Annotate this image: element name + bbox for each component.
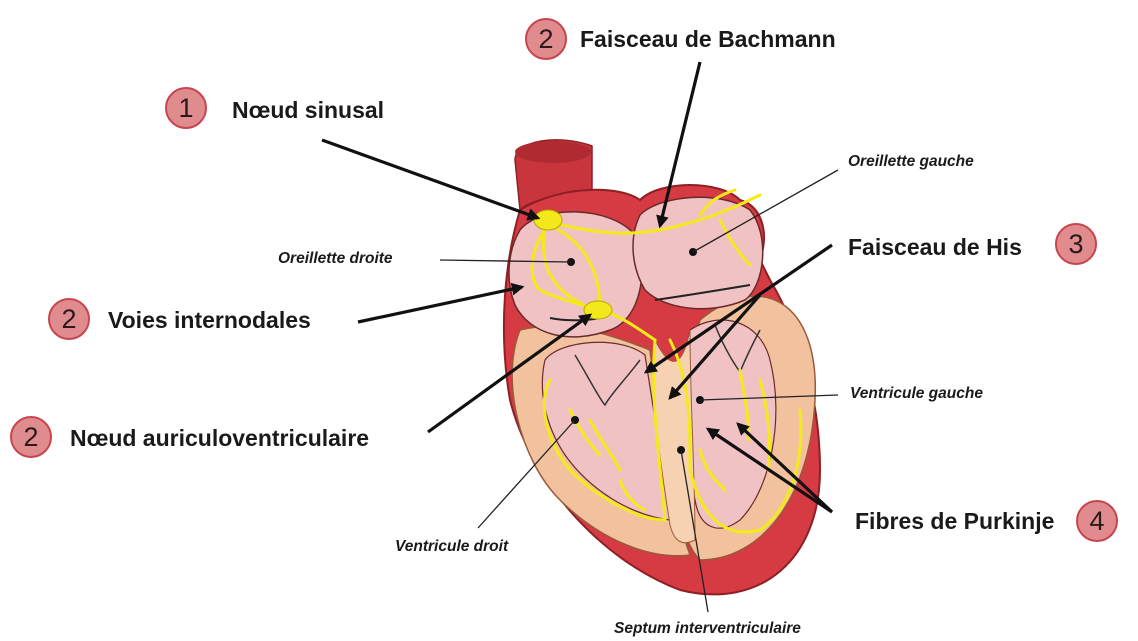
label-faisceau-his: Faisceau de His	[848, 234, 1022, 261]
left-atrium	[633, 197, 763, 308]
label-voies-internodales: Voies internodales	[108, 307, 311, 334]
label-ventricule-gauche: Ventricule gauche	[850, 385, 983, 403]
label-noeud-av: Nœud auriculoventriculaire	[70, 425, 369, 452]
arrow-voies-internodales	[358, 287, 522, 322]
label-oreillette-gauche: Oreillette gauche	[848, 153, 974, 171]
badge-4-purkinje: 4	[1076, 500, 1118, 542]
label-fibres-purkinje: Fibres de Purkinje	[855, 508, 1054, 535]
badge-2-noeud-av: 2	[10, 416, 52, 458]
badge-1-noeud-sinusal: 1	[165, 87, 207, 129]
badge-2-bachmann: 2	[525, 18, 567, 60]
label-noeud-sinusal: Nœud sinusal	[232, 97, 384, 124]
label-faisceau-bachmann: Faisceau de Bachmann	[580, 26, 836, 53]
label-septum: Septum interventriculaire	[614, 620, 801, 638]
label-ventricule-droit: Ventricule droit	[395, 538, 508, 556]
label-oreillette-droite: Oreillette droite	[278, 250, 393, 268]
badge-3-his: 3	[1055, 223, 1097, 265]
arrow-noeud-sinusal	[322, 140, 538, 218]
aorta-opening	[515, 141, 591, 163]
sinus-node-shape	[534, 210, 562, 230]
badge-2-voies-internodales: 2	[48, 298, 90, 340]
